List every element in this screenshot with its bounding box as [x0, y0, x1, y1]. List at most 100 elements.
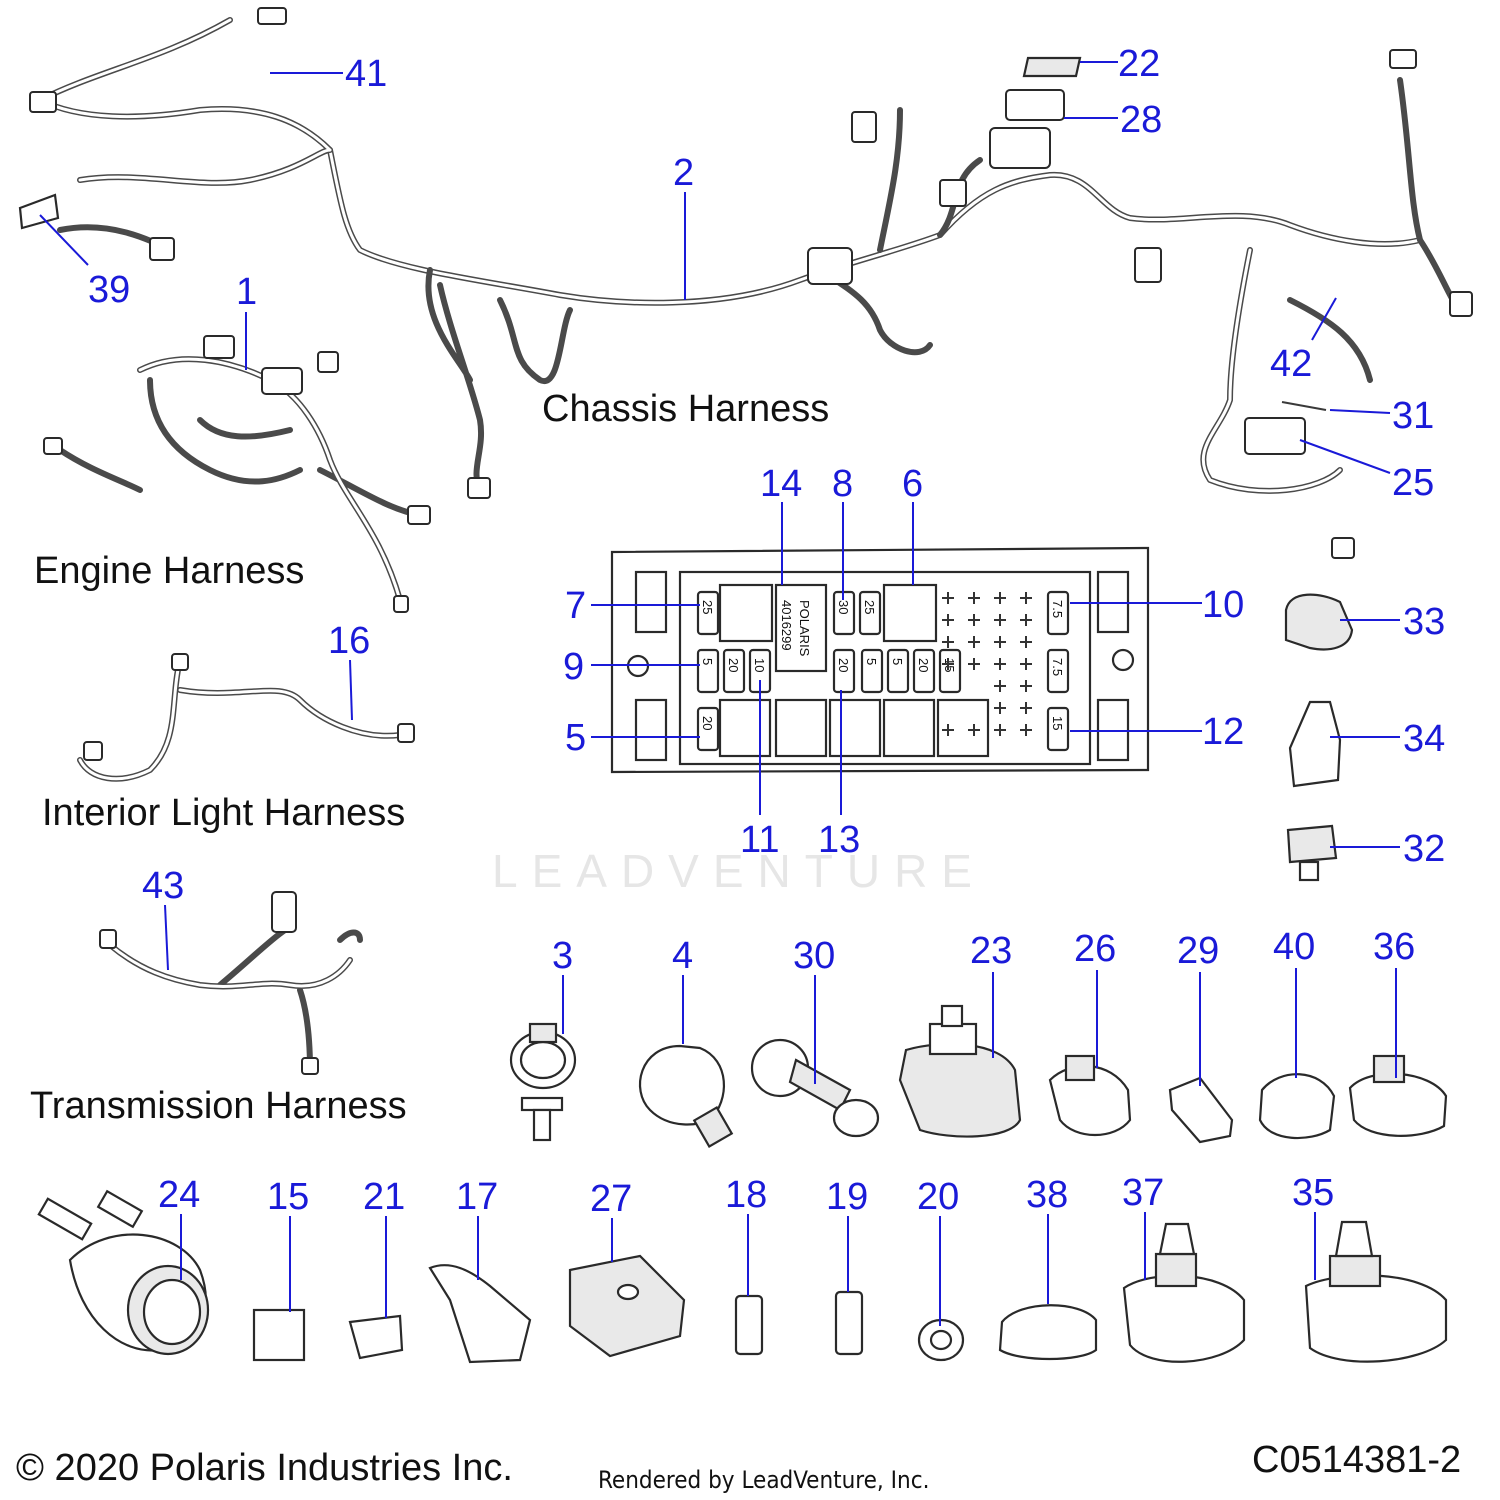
fuse: [722, 648, 746, 694]
diagram-code: C0514381-2: [1252, 1439, 1461, 1481]
callout-42: 42: [1270, 343, 1312, 385]
callout-18: 18: [725, 1174, 767, 1216]
fuse-rating: 5: [890, 658, 905, 665]
fuse: [912, 648, 936, 694]
fuse-rating: 15: [942, 658, 957, 672]
terminal-cross: [968, 592, 980, 604]
interior-light-harness-title: Interior Light Harness: [42, 792, 405, 834]
callout-25: 25: [1392, 462, 1434, 504]
callout-9: 9: [563, 646, 584, 688]
fuse-rating: 20: [836, 658, 851, 672]
callout-32: 32: [1403, 828, 1445, 870]
callout-23: 23: [970, 930, 1012, 972]
callout-39: 39: [88, 269, 130, 311]
callout-37: 37: [1122, 1172, 1164, 1214]
callout-22: 22: [1118, 43, 1160, 85]
transmission-harness-drawing: [99, 891, 363, 1075]
engine-harness-title: Engine Harness: [34, 550, 304, 592]
callout-24: 24: [158, 1174, 200, 1216]
terminal-cross: [968, 636, 980, 648]
terminal-cross: [1020, 592, 1032, 604]
callout-8: 8: [832, 463, 853, 505]
watermark: LEADVENTURE: [492, 845, 986, 897]
callout-41: 41: [345, 53, 387, 95]
fuse-rating: 5: [700, 658, 715, 665]
rendered-by-text: Rendered by LeadVenture, Inc.: [598, 1466, 929, 1494]
fuse-rating: 20: [700, 716, 715, 730]
terminal-cross: [968, 614, 980, 626]
fuse: [1046, 590, 1070, 636]
leader-lines: [39, 61, 1400, 1326]
fuse-rating: 20: [916, 658, 931, 672]
terminal-cross: [1020, 658, 1032, 670]
fuse: [858, 590, 882, 636]
callout-1: 1: [236, 271, 257, 313]
terminal-cross: [1020, 724, 1032, 736]
callout-34: 34: [1403, 718, 1445, 760]
terminal-cross: [994, 702, 1006, 714]
callout-30: 30: [793, 935, 835, 977]
fuse-rating: 25: [862, 600, 877, 614]
callout-numbers: 41 39 1 2 22 28 42 31 25 14 8 6 7 10 9 5…: [88, 43, 1445, 1220]
terminal-cross: [968, 658, 980, 670]
terminal-cross: [994, 680, 1006, 692]
callout-2: 2: [673, 152, 694, 194]
engine-harness-drawing: [43, 335, 431, 613]
callout-16: 16: [328, 620, 370, 662]
fuse-rating: 20: [726, 658, 741, 672]
callout-14: 14: [760, 463, 802, 505]
interior-harness-drawing: [77, 653, 415, 782]
callout-19: 19: [826, 1176, 868, 1218]
terminal-cross: [942, 636, 954, 648]
terminal-cross: [994, 658, 1006, 670]
terminal-cross: [968, 724, 980, 736]
callout-31: 31: [1392, 395, 1434, 437]
terminal-cross: [942, 724, 954, 736]
parts-row-1: [509, 1004, 1448, 1148]
callout-27: 27: [590, 1178, 632, 1220]
callout-33: 33: [1403, 601, 1445, 643]
terminal-cross: [942, 614, 954, 626]
fuse-rating: 10: [752, 658, 767, 672]
parts-row-2: [37, 1189, 1448, 1364]
callout-43: 43: [142, 865, 184, 907]
terminal-cross: [994, 592, 1006, 604]
terminal-cross: [1020, 614, 1032, 626]
callout-6: 6: [902, 463, 923, 505]
terminal-cross: [942, 658, 954, 670]
callout-7: 7: [565, 585, 586, 627]
callout-10: 10: [1202, 584, 1244, 626]
chassis-harness-title: Chassis Harness: [542, 388, 829, 430]
fuse: [1046, 706, 1070, 752]
callout-21: 21: [363, 1176, 405, 1218]
fuse-rating: 25: [700, 600, 715, 614]
copyright-text: © 2020 Polaris Industries Inc.: [16, 1447, 513, 1489]
callout-40: 40: [1273, 926, 1315, 968]
terminal-cross: [994, 636, 1006, 648]
callout-5: 5: [565, 717, 586, 759]
fuse-box-label-number: 4016299: [779, 600, 794, 651]
terminal-cross: [1020, 680, 1032, 692]
callout-36: 36: [1373, 926, 1415, 968]
terminal-cross: [942, 592, 954, 604]
fuse: [696, 590, 720, 636]
fuse: [860, 648, 884, 694]
fuse: [696, 648, 720, 694]
fuse: [886, 648, 910, 694]
callout-15: 15: [267, 1176, 309, 1218]
fuse: [938, 648, 962, 694]
fuse-rating: 5: [864, 658, 879, 665]
callout-26: 26: [1074, 928, 1116, 970]
callout-38: 38: [1026, 1174, 1068, 1216]
callout-17: 17: [456, 1176, 498, 1218]
callout-3: 3: [552, 935, 573, 977]
callout-4: 4: [672, 935, 693, 977]
fuse-rating: 7.5: [1050, 600, 1065, 618]
terminal-cross: [1020, 636, 1032, 648]
terminal-cross: [1020, 702, 1032, 714]
fuse: [696, 706, 720, 752]
fuse-rating: 15: [1050, 716, 1065, 730]
clip-drawings: [1284, 593, 1354, 882]
callout-29: 29: [1177, 930, 1219, 972]
